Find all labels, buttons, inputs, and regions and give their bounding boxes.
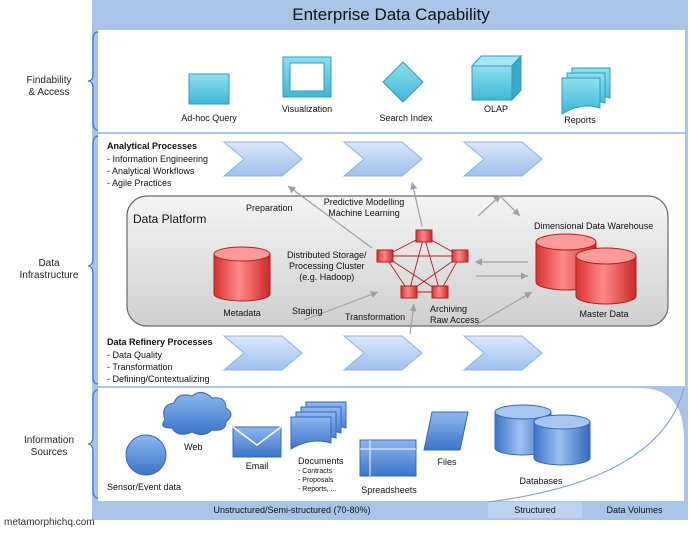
documents-icon	[290, 401, 347, 450]
refinery-chevron-3	[462, 335, 543, 371]
section-label-sources: Information Sources	[23, 435, 75, 458]
olap-cube-icon	[470, 54, 523, 102]
label-staging: Staging	[292, 306, 323, 316]
refinery-item: - Data Quality	[107, 350, 163, 360]
section-label-findability: Findability & Access	[26, 75, 72, 98]
arrow-chevron3-left	[477, 195, 501, 217]
analytical-chevron-2	[342, 141, 423, 177]
brace-infrastructure	[87, 135, 99, 385]
footer-structured-strip	[488, 502, 582, 518]
label-archiving: Archiving Raw Access	[430, 304, 480, 325]
analytical-chevron-1	[222, 141, 303, 177]
refinery-chevron-1	[222, 335, 303, 371]
refinery-item: - Transformation	[107, 362, 173, 372]
refinery-chevron-2	[342, 335, 423, 371]
label-databases: Databases	[519, 476, 563, 486]
arrow-to-preparation	[287, 185, 373, 249]
label-distributed-storage: Distributed Storage/ Processing Cluster …	[287, 250, 367, 282]
label-preparation: Preparation	[246, 203, 293, 213]
analytical-chevron-3	[462, 141, 543, 177]
reports-icon	[561, 67, 611, 115]
analytical-item: - Information Engineering	[107, 154, 209, 164]
analytical-item: - Analytical Workflows	[107, 166, 195, 176]
documents-item: - Reports, ...	[298, 486, 337, 493]
label-search-index: Search Index	[379, 113, 433, 123]
search-index-icon	[382, 61, 424, 103]
footer-unstructured-strip	[98, 502, 486, 518]
spreadsheets-icon	[359, 439, 417, 477]
refinery-item: - Defining/Contextualizing	[107, 374, 210, 384]
label-master-data: Master Data	[579, 309, 629, 319]
arrow-archiving	[473, 291, 533, 327]
data-platform-title: Data Platform	[133, 212, 207, 226]
analytical-item: - Agile Practices	[107, 178, 172, 188]
page-title: Enterprise Data Capability	[292, 5, 490, 24]
adhoc-query-icon	[188, 73, 230, 105]
arrow-staging	[303, 291, 379, 321]
arrow-transformation	[409, 303, 417, 335]
label-files: Files	[437, 457, 457, 467]
data-volume-curve	[487, 387, 685, 503]
databases-cylinder-icon	[494, 404, 591, 466]
analytical-processes-title: Analytical Processes	[107, 141, 198, 151]
brace-findability	[87, 31, 99, 131]
label-web: Web	[184, 442, 203, 452]
footer-unstructured: Unstructured/Semi-structured (70-80%)	[213, 505, 371, 515]
web-cloud-icon	[162, 392, 232, 436]
label-email: Email	[245, 461, 269, 471]
refinery-processes-title: Data Refinery Processes	[107, 337, 213, 347]
label-adhoc-query: Ad-hoc Query	[181, 113, 237, 123]
files-parallelogram-icon	[423, 411, 469, 451]
brace-sources	[87, 389, 99, 499]
footer-structured: Structured	[514, 505, 556, 515]
processing-cluster-icon	[376, 229, 469, 299]
credit-text: metamorphichq.com	[4, 517, 95, 528]
email-envelope-icon	[232, 426, 282, 458]
arrow-chevron3-right	[499, 195, 521, 217]
master-data-cylinder	[575, 247, 637, 305]
arrow-to-predictive	[410, 181, 423, 227]
label-reports: Reports	[564, 115, 596, 125]
label-documents: Documents	[298, 456, 344, 466]
label-visualization: Visualization	[281, 104, 333, 114]
label-predictive-modelling: Predictive Modelling Machine Learning	[323, 197, 405, 218]
footer-data-volumes: Data Volumes	[606, 505, 663, 515]
label-metadata: Metadata	[223, 308, 261, 318]
metadata-cylinder	[213, 246, 271, 302]
footer-volumes-strip	[584, 502, 685, 518]
label-transformation: Transformation	[345, 312, 406, 322]
label-sensor: Sensor/Event data	[107, 482, 182, 492]
label-spreadsheets: Spreadsheets	[361, 485, 417, 495]
section-label-infrastructure: Data Infrastructure	[19, 258, 79, 281]
label-olap: OLAP	[483, 104, 509, 114]
label-dimensional-warehouse: Dimensional Data Warehouse	[534, 221, 654, 231]
documents-item: - Contracts	[298, 468, 333, 475]
visualization-icon	[282, 56, 332, 98]
documents-item: - Proposals	[298, 477, 334, 484]
sensor-circle-icon	[125, 434, 167, 476]
